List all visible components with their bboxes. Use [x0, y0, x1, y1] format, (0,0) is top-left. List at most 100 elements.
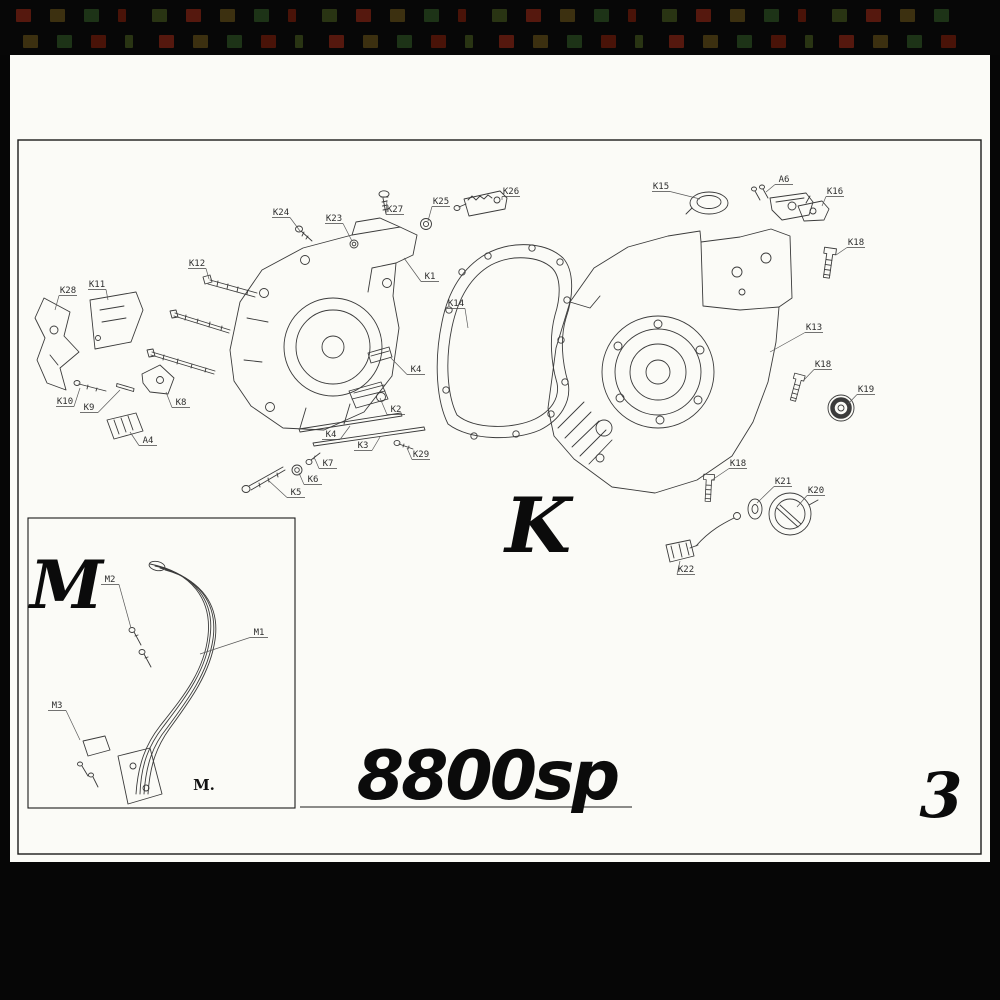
- part-label-A4: A4: [143, 436, 154, 446]
- leader-line-K18: [711, 468, 730, 481]
- part-block-a4: [106, 412, 144, 440]
- film-mark: [390, 9, 405, 22]
- film-mark: [866, 9, 881, 22]
- leader-line-K21: [756, 486, 775, 504]
- part-label-K22: K22: [678, 565, 694, 575]
- part-washer-k6: [291, 464, 303, 476]
- film-mark: [465, 35, 473, 48]
- leader-line-K14: [464, 308, 469, 329]
- part-label-K4: K4: [411, 365, 422, 375]
- part-bolt-k18-top: [819, 246, 837, 280]
- part-label-K14: K14: [448, 299, 464, 309]
- leader-line-K2: [379, 397, 388, 415]
- part-label-K5: K5: [291, 488, 302, 498]
- film-mark: [669, 35, 684, 48]
- film-mark: [594, 9, 609, 22]
- part-seal-k19: [827, 394, 855, 422]
- part-oil-cap-k15: [685, 191, 729, 215]
- leader-line-K29: [406, 447, 413, 460]
- part-fuel-cap-k20: [768, 492, 819, 536]
- film-mark: [193, 35, 208, 48]
- leader-line-K19: [847, 394, 858, 405]
- film-mark: [832, 9, 847, 22]
- part-label-K11: K11: [89, 280, 105, 290]
- film-mark: [635, 35, 643, 48]
- film-mark: [526, 9, 541, 22]
- film-mark: [431, 35, 446, 48]
- part-screw-k27: [378, 190, 390, 215]
- part-bolt-k10: [73, 380, 107, 392]
- film-mark: [458, 9, 466, 22]
- part-label-M3: M3: [52, 701, 63, 711]
- leader-line-K7: [314, 458, 320, 469]
- leader-line-K18: [835, 247, 848, 256]
- film-mark: [492, 9, 507, 22]
- part-screw-k7: [305, 452, 321, 466]
- film-mark: [533, 35, 548, 48]
- film-mark: [227, 35, 242, 48]
- film-mark: [23, 35, 38, 48]
- film-mark: [839, 35, 854, 48]
- leader-line-K25: [427, 206, 433, 222]
- film-mark: [628, 9, 636, 22]
- paper-page: [10, 55, 990, 862]
- part-label-K27: K27: [387, 205, 403, 215]
- leader-line-A6: [765, 184, 776, 193]
- inset-letter: M: [28, 546, 105, 624]
- leader-line-M1: [199, 637, 251, 655]
- part-rod-k3: [312, 426, 426, 447]
- film-mark: [737, 35, 752, 48]
- film-mark: [662, 9, 677, 22]
- leader-line-K20: [796, 495, 808, 508]
- part-label-M1: M1: [254, 628, 265, 638]
- part-label-K18: K18: [848, 238, 864, 248]
- part-label-K6: K6: [308, 475, 319, 485]
- leader-line-M2: [118, 584, 132, 629]
- part-handle-tube-m1: [117, 560, 217, 805]
- part-label-K1: K1: [425, 272, 436, 282]
- leader-line-K28: [54, 295, 60, 311]
- drawing-frame: [17, 139, 982, 855]
- part-label-K8: K8: [176, 398, 187, 408]
- part-crankcase-right: [547, 228, 793, 494]
- part-label-K13: K13: [806, 323, 822, 333]
- part-label-K20: K20: [808, 486, 824, 496]
- film-mark: [730, 9, 745, 22]
- leader-line-A4: [129, 431, 140, 446]
- film-mark: [560, 9, 575, 22]
- film-mark: [873, 35, 888, 48]
- leader-line-K4: [339, 425, 351, 440]
- film-mark: [57, 35, 72, 48]
- part-bracket-a6: [751, 184, 814, 221]
- inset-box-frame: [27, 517, 296, 809]
- leader-line-K27: [385, 199, 388, 215]
- part-label-K29: K29: [413, 450, 429, 460]
- part-label-K9: K9: [84, 403, 95, 413]
- leader-line-K24: [289, 217, 301, 232]
- part-chain-catcher-k28: [34, 297, 80, 391]
- film-mark: [118, 9, 126, 22]
- film-mark: [907, 35, 922, 48]
- film-mark: [900, 9, 915, 22]
- model-title: 8800sp: [357, 737, 619, 816]
- leader-line-K8: [165, 391, 173, 408]
- leader-line-K5: [267, 479, 288, 498]
- part-washer-k25: [420, 218, 432, 230]
- part-bracket-m3: [77, 735, 111, 788]
- leader-line-K11: [105, 289, 109, 301]
- part-stud-lower: [146, 348, 216, 375]
- film-mark: [798, 9, 806, 22]
- leader-line-K4: [389, 356, 408, 375]
- film-mark: [220, 9, 235, 22]
- leader-line-K15: [669, 191, 701, 200]
- leader-line-K1: [403, 257, 422, 282]
- part-label-K21: K21: [775, 477, 791, 487]
- part-bolt-k5: [241, 466, 286, 493]
- film-mark: [84, 9, 99, 22]
- part-tensioner-k26: [453, 190, 508, 217]
- part-label-M2: M2: [105, 575, 116, 585]
- film-mark: [397, 35, 412, 48]
- film-mark: [261, 35, 276, 48]
- part-label-A6: A6: [779, 175, 790, 185]
- leader-line-K22: [676, 560, 681, 575]
